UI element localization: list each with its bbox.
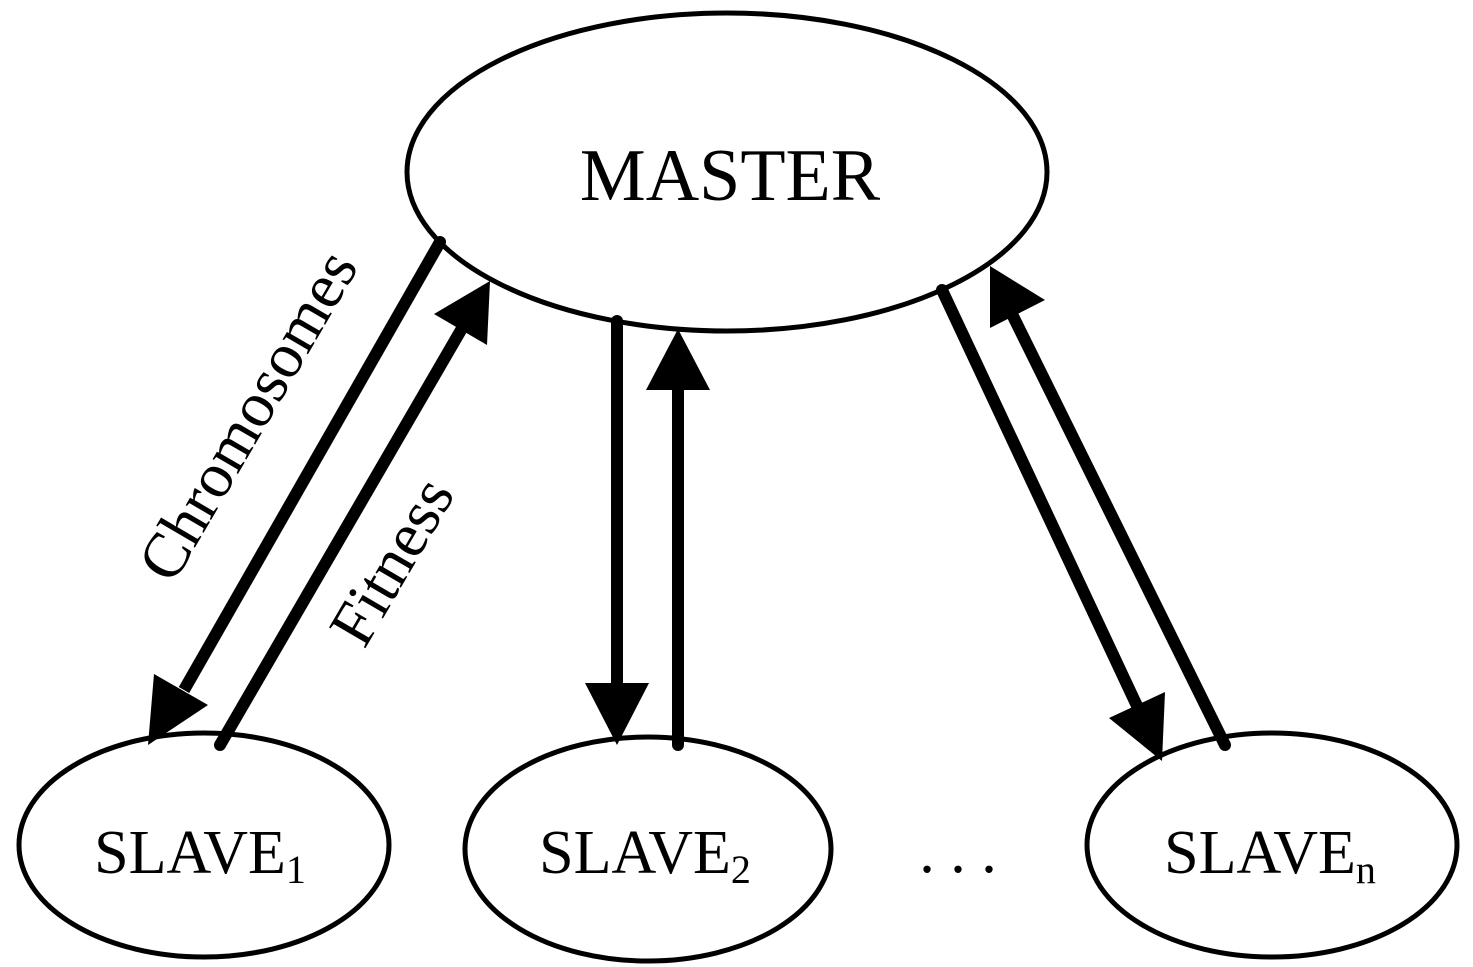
slave-1-name: SLAVE [94, 819, 286, 887]
slave-node-n: SLAVEn [1084, 730, 1460, 960]
slave-n-subscript: n [1356, 847, 1376, 892]
slave-1-ellipse [16, 730, 392, 960]
slave-2-subscript: 2 [731, 847, 751, 892]
arrow-down-slave-2-head [585, 683, 649, 745]
master-ellipse [404, 10, 1050, 334]
arrow-down-slave-1-start-dot [434, 236, 446, 248]
arrow-down-slave-n [936, 284, 1165, 761]
slave-1-subscript: 1 [286, 847, 306, 892]
slave-n-label: SLAVEn [1164, 819, 1376, 892]
slave-2-name: SLAVE [539, 819, 731, 887]
slave-n-ellipse [1084, 730, 1460, 960]
arrow-down-slave-1-head [148, 674, 208, 745]
arrow-up-slave-2-head [646, 329, 710, 390]
arrow-up-slave-1-start-dot [214, 739, 226, 751]
arrow-up-slave-2 [646, 329, 710, 751]
slave-2-label: SLAVE2 [539, 819, 751, 892]
arrow-down-slave-2-start-dot [611, 315, 623, 327]
slave-n-name: SLAVE [1164, 819, 1356, 887]
ellipsis-text: . . . [919, 818, 997, 886]
arrow-up-slave-n-start-dot [1219, 739, 1231, 751]
arrow-up-slave-2-start-dot [672, 739, 684, 751]
arrow-up-slave-n [990, 266, 1231, 751]
arrow-down-slave-1 [148, 236, 446, 745]
master-node: MASTER [404, 10, 1050, 334]
slave-node-2: SLAVE2 [462, 734, 834, 964]
master-label: MASTER [580, 135, 881, 217]
arrow-down-slave-2 [585, 315, 649, 745]
edge-label-fitness: Fitness [315, 465, 468, 657]
arrow-up-slave-n-head [990, 266, 1045, 328]
arrow-down-slave-n-head [1109, 692, 1165, 761]
slave-2-ellipse [462, 734, 834, 964]
slave-1-label: SLAVE1 [94, 819, 306, 892]
arrow-down-slave-n-start-dot [936, 284, 948, 296]
slave-node-1: SLAVE1 [16, 730, 392, 960]
arrow-up-slave-1-head [434, 281, 490, 345]
arrow-up-slave-1 [214, 281, 490, 751]
